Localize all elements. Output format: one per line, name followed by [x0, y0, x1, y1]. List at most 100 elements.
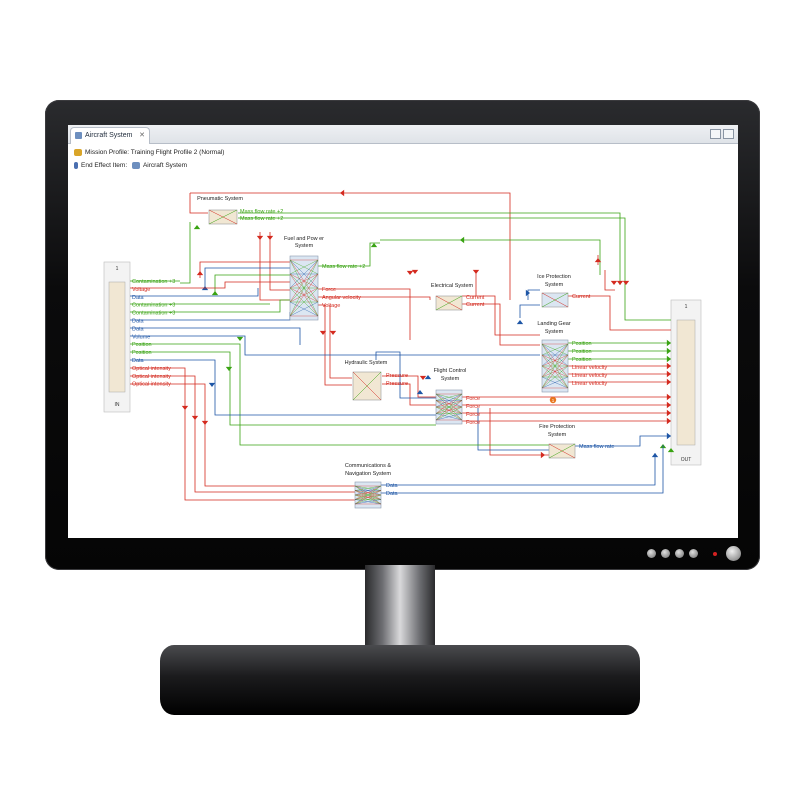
block-internal-link [541, 343, 569, 378]
connector-line [382, 383, 436, 406]
connector-line [462, 295, 540, 336]
connector-arrowhead [525, 289, 530, 297]
block-internal-link [354, 485, 382, 505]
connector-line [575, 435, 671, 447]
in-port-label: Optical intensity [132, 382, 171, 388]
close-icon[interactable]: ✕ [139, 132, 145, 139]
connector-line [190, 192, 511, 300]
fire-output-label: Mass flow rate [579, 444, 614, 450]
maximize-button[interactable] [723, 129, 734, 139]
connector-line [214, 274, 290, 295]
connector-line [381, 445, 664, 494]
mission-profile-row: Mission Profile: Training Flight Profile… [74, 149, 224, 156]
connector-arrowhead [516, 320, 524, 325]
block-internal-link [435, 406, 463, 421]
connector-line [381, 453, 656, 486]
block-internal-link [354, 485, 382, 491]
flight-output-label: Force [466, 404, 480, 410]
application-window: Aircraft System ✕ Mission Profile: Train… [68, 125, 738, 538]
block-internal-link [435, 413, 463, 421]
tab-label: Aircraft System [85, 132, 133, 139]
connector-line [318, 304, 352, 386]
connector-arrowhead [266, 235, 274, 240]
block-internal-link [354, 490, 382, 505]
in-port-label: Contamination +3 [132, 279, 175, 285]
end-effect-value: Aircraft System [142, 162, 188, 170]
connector-arrowhead [610, 280, 618, 285]
in-port-label: Data [132, 319, 145, 325]
electrical-system-title: Electrical System [431, 283, 474, 289]
fire-protection-title: Fire Protection [539, 424, 575, 430]
in-port-label: Data [132, 295, 145, 301]
in-port-label: Contamination +3 [132, 303, 175, 309]
block-internal-link [435, 295, 463, 311]
fuel-output-label: Angular velocity [322, 295, 361, 301]
connector-arrowhead [666, 401, 671, 409]
tab-aircraft-system[interactable]: Aircraft System ✕ [70, 127, 150, 144]
in-block-label: IN [115, 402, 120, 408]
block-internal-link [435, 393, 463, 421]
hydraulic-output-label: Pressure [386, 373, 408, 379]
monitor-button[interactable] [689, 549, 698, 558]
block-internal-link [208, 209, 238, 225]
end-effect-label: End Effect Item: [81, 162, 128, 170]
landing-output-label: Linear velocity [572, 381, 607, 387]
landing-output-label: Position [572, 357, 592, 363]
block-internal-link [354, 494, 382, 505]
out-block-label: OUT [681, 457, 692, 463]
landing-output-label: Linear velocity [572, 365, 607, 371]
comms-output-label: Data [386, 491, 399, 497]
connector-line [130, 375, 355, 493]
block-internal-link [289, 259, 319, 275]
connector-arrowhead [319, 330, 327, 335]
landing-output-label: Position [572, 341, 592, 347]
pneumatic-output-label: Mass flow rate +2 [240, 216, 283, 222]
connector-arrowhead [181, 405, 189, 410]
block-internal-link [541, 354, 569, 389]
block-internal-link [541, 365, 569, 389]
connector-arrowhead [666, 393, 671, 401]
system-icon [131, 162, 140, 169]
in-port-label: Voltage [132, 287, 150, 293]
mission-profile-icon [74, 149, 82, 156]
flight-control-title: System [441, 376, 460, 382]
in-port-label: Contamination +3 [132, 311, 175, 317]
block-internal-link [548, 443, 576, 459]
connector-line [130, 335, 540, 356]
block-internal-link [352, 371, 382, 401]
monitor-button[interactable] [661, 549, 670, 558]
connector-line [568, 295, 671, 331]
connector-line [130, 299, 290, 313]
block-internal-link [289, 259, 319, 303]
hydraulic-system-title: Hydraulic System [345, 360, 388, 366]
connector-arrowhead [666, 417, 671, 425]
minimize-button[interactable] [710, 129, 721, 139]
connector-arrowhead [616, 280, 624, 285]
in-port-label: Position [132, 342, 152, 348]
warning-badge [549, 396, 557, 404]
connector-arrowhead [406, 270, 414, 275]
power-button[interactable] [726, 546, 741, 561]
connector-line [180, 222, 191, 284]
monitor-button[interactable] [647, 549, 656, 558]
block-internal-link [354, 485, 382, 496]
editor-tab-bar: Aircraft System ✕ [68, 125, 738, 144]
block-internal-link [541, 343, 569, 367]
connector-arrowhead [193, 225, 201, 230]
out-block-body [676, 319, 696, 446]
in-port-label: Position [132, 350, 152, 356]
hydraulic-output-label: Pressure [386, 381, 408, 387]
diagram-icon [75, 132, 82, 139]
flight-control-title: Flight Control [434, 368, 467, 374]
fuel-output-label: Voltage [322, 303, 340, 309]
connector-arrowhead [424, 375, 432, 380]
fuel-system-title: Fuel and Pow er [284, 236, 324, 242]
monitor-button[interactable] [675, 549, 684, 558]
connector-line [519, 304, 540, 318]
in-port-label: Volume [132, 334, 150, 340]
pneumatic-system-title: Pneumatic System [197, 196, 243, 202]
flight-output-label: Force [466, 412, 480, 418]
connector-arrowhead [329, 330, 337, 335]
connector-line [462, 303, 540, 346]
connector-arrowhead [666, 409, 671, 417]
